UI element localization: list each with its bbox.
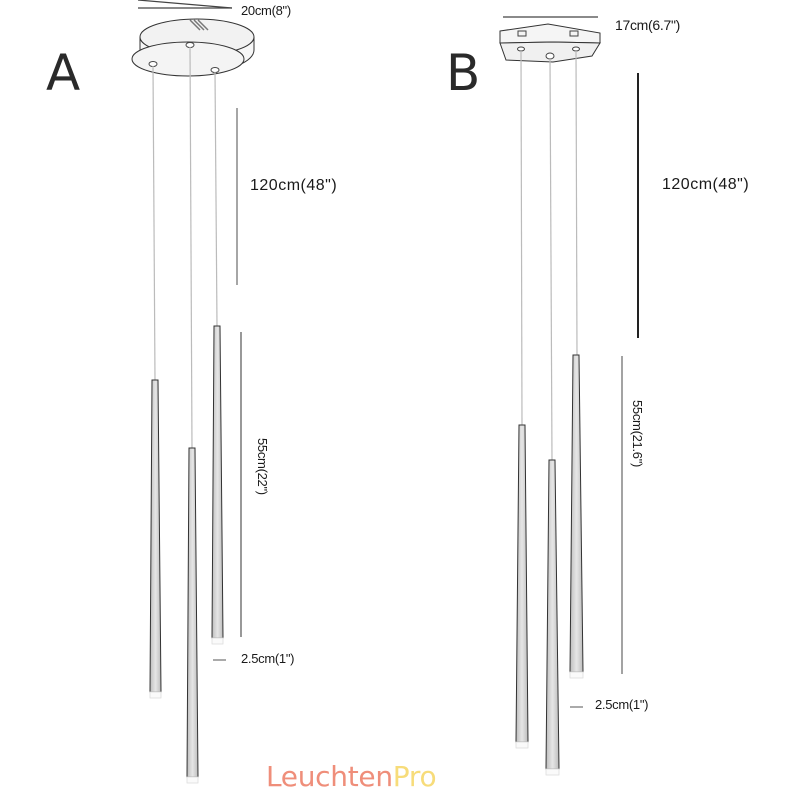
- cable-a-1: [152, 65, 156, 381]
- pendant-b-3: [569, 354, 584, 673]
- variant-a-drawing: [131, 0, 255, 784]
- cable-b-1: [520, 50, 523, 426]
- pendant-b-length-text: 55cm(21.6"): [630, 400, 645, 468]
- pendant-a-length-text: 55cm(22"): [255, 438, 270, 495]
- pendant-b-diameter-text: 2.5cm(1"): [595, 697, 649, 712]
- cable-a-2: [189, 46, 193, 449]
- pendant-a-3: [211, 325, 224, 639]
- pendant-a-diameter-text: 2.5cm(1"): [241, 651, 295, 666]
- variant-a-label: A: [46, 44, 81, 102]
- canopy-a-width-text: 20cm(8"): [241, 3, 291, 18]
- variant-b-label: B: [446, 44, 481, 102]
- cable-b-3: [575, 50, 578, 356]
- canopy-b-rectangular: [499, 23, 601, 63]
- canopy-a-round: [131, 18, 255, 77]
- cable-a-length-text: 120cm(48"): [250, 177, 338, 194]
- cable-b-length-text: 120cm(48"): [662, 176, 750, 193]
- canopy-b-width-text: 17cm(6.7"): [615, 17, 680, 33]
- pendant-b-1: [515, 424, 529, 743]
- variant-b-drawing: [499, 16, 639, 776]
- cable-a-3: [214, 71, 218, 327]
- brand-name-part2: Pro: [392, 760, 437, 793]
- brand-watermark: LeuchtenPro: [266, 760, 437, 793]
- brand-name-part1: Leuchten: [266, 760, 393, 793]
- pendant-a-2: [186, 447, 199, 778]
- canopy-a-width-line: [137, 0, 233, 9]
- pendant-a-1: [149, 379, 162, 693]
- cable-b-2: [549, 58, 553, 461]
- pendant-b-2: [545, 459, 560, 770]
